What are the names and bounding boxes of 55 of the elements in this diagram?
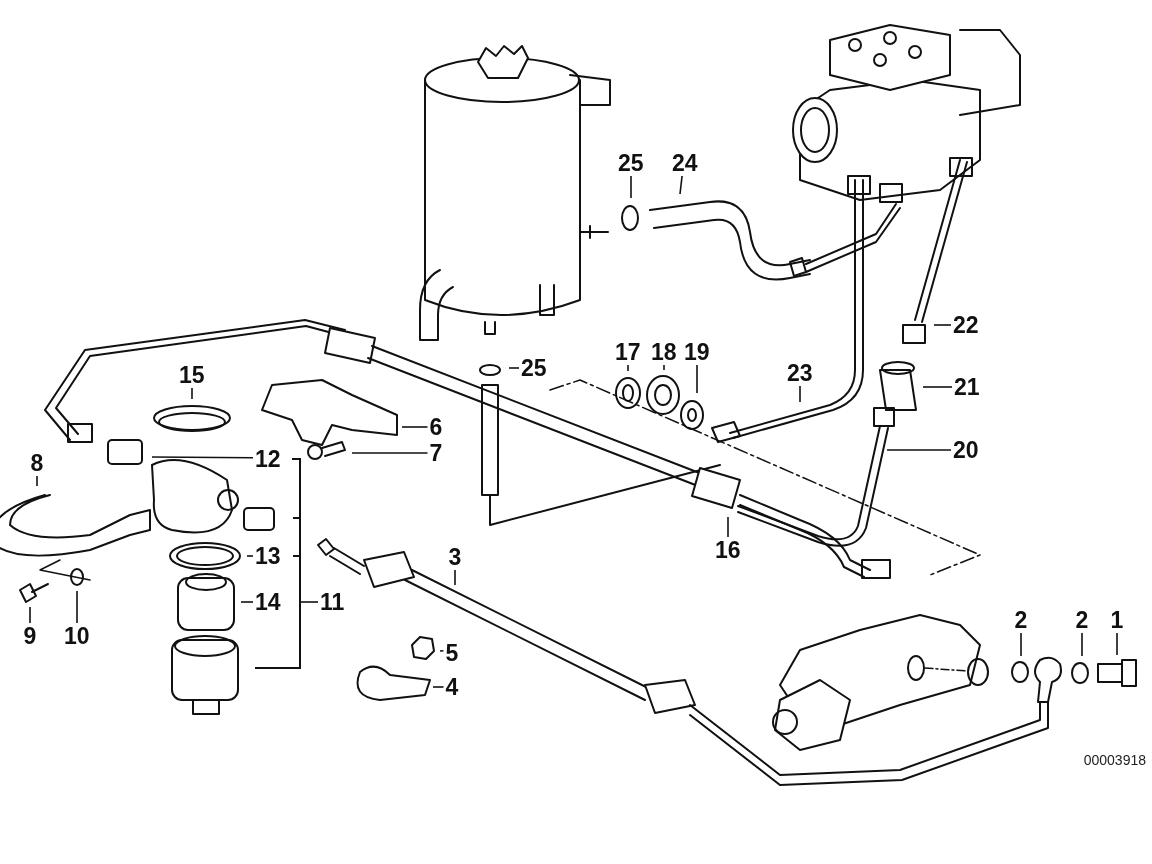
leader-line: [1081, 632, 1083, 657]
leader-line: [630, 175, 632, 199]
callout-number: 17: [614, 340, 642, 364]
callout-number: 16: [714, 538, 742, 562]
leader-line: [240, 601, 254, 603]
callout-number: 23: [786, 361, 814, 385]
leader-line: [246, 555, 254, 557]
leader-line: [151, 456, 254, 459]
callout-number: 4: [444, 675, 460, 699]
leader-line: [627, 364, 629, 372]
callout-number: 2: [1074, 608, 1090, 632]
callout-number: 1: [1109, 608, 1125, 632]
leader-line: [401, 426, 429, 428]
callout-number: 25: [617, 151, 645, 175]
leader-line: [727, 516, 729, 538]
leader-line: [300, 601, 319, 603]
leader-line: [922, 386, 953, 388]
callout-number: 14: [254, 590, 282, 614]
callout-number: 8: [29, 451, 45, 475]
leader-line: [696, 364, 698, 394]
callout-number: 24: [671, 151, 699, 175]
leader-line: [432, 686, 445, 688]
leader-line: [886, 449, 952, 451]
callout-number: 22: [952, 313, 980, 337]
callout-number: 21: [953, 375, 981, 399]
callout-number: 2: [1013, 608, 1029, 632]
callout-number: 12: [254, 447, 282, 471]
callout-number: 18: [650, 340, 678, 364]
callout-number: 19: [683, 340, 711, 364]
callout-number: 15: [178, 363, 206, 387]
callout-number: 25: [520, 356, 548, 380]
callout-number: 13: [254, 544, 282, 568]
callout-number: 3: [447, 545, 463, 569]
callout-number: 11: [319, 590, 346, 614]
callout-number: 20: [952, 438, 980, 462]
callout-number: 10: [63, 624, 91, 648]
leader-line: [799, 385, 801, 403]
leader-line: [351, 452, 429, 454]
drawing-number: 00003918: [1083, 752, 1146, 768]
leader-line: [933, 324, 952, 326]
callout-number: 7: [428, 441, 444, 465]
leader-line: [1020, 632, 1022, 657]
callout-number: 6: [428, 415, 444, 439]
leader-line: [508, 367, 520, 369]
callout-number: 5: [444, 641, 460, 665]
leader-line: [76, 590, 78, 624]
leader-line: [679, 175, 683, 195]
leader-line: [1116, 632, 1118, 656]
leader-line: [29, 606, 31, 624]
leader-line: [454, 569, 456, 586]
leader-line: [36, 475, 38, 487]
callout-number: 9: [22, 624, 38, 648]
leader-line: [439, 649, 445, 652]
leader-line: [663, 364, 665, 371]
leader-line: [191, 387, 193, 400]
